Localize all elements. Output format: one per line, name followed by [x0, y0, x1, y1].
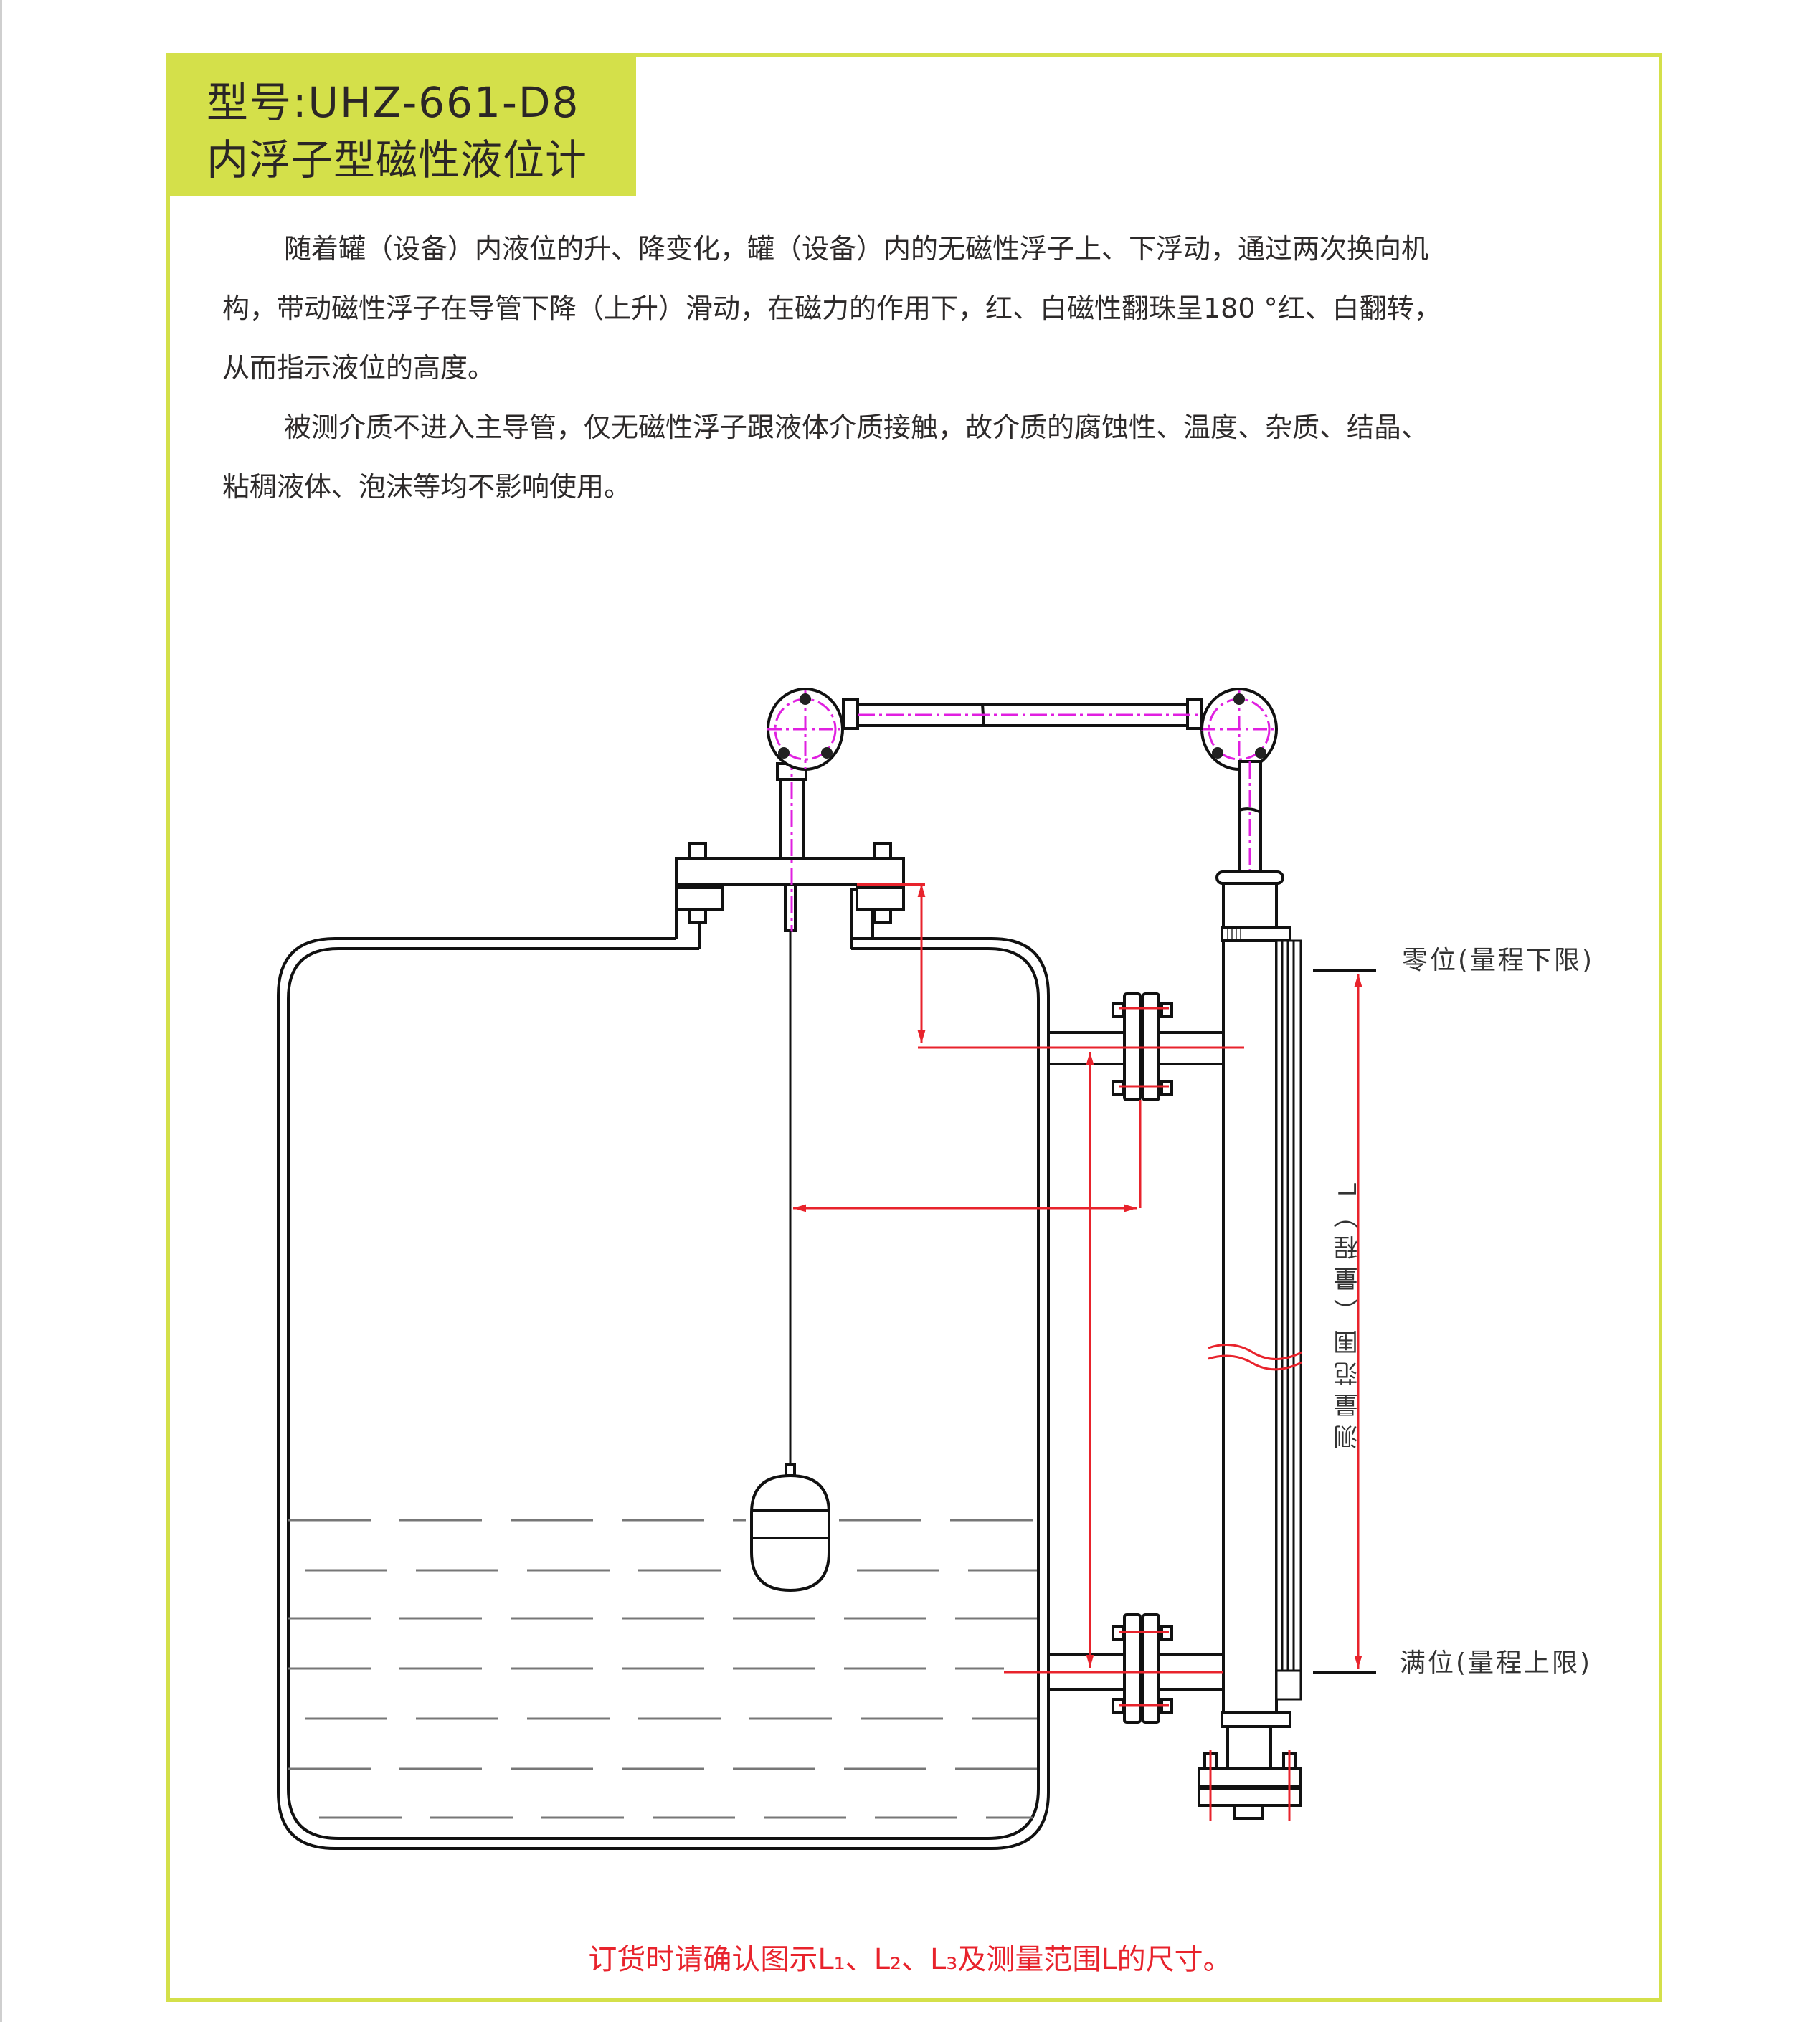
- liquid-level-lines: [288, 1519, 1037, 1819]
- model-number: 型号:UHZ-661-D8: [207, 78, 580, 127]
- inner-float: [750, 1463, 830, 1593]
- para2-line-2: 粘稠液体、泡沫等均不影响使用。: [222, 471, 632, 503]
- description-paragraph-1: 随着罐（设备）内液位的升、降变化，罐（设备）内的无磁性浮子上、下浮动，通过两次换…: [222, 219, 1621, 398]
- description-paragraph-2: 被测介质不进入主导管，仅无磁性浮子跟液体介质接触，故介质的腐蚀性、温度、杂质、结…: [222, 398, 1621, 517]
- measuring-range-label: 测量范围（量程）L: [1334, 1176, 1362, 1449]
- top-flange: [675, 842, 905, 924]
- dimension-lines: [793, 884, 1362, 1674]
- page-edge: [0, 0, 2, 2022]
- full-level-label: 满位(量程上限): [1400, 1648, 1593, 1678]
- product-name: 内浮子型磁性液位计: [207, 136, 588, 184]
- para1-line-2: 构，带动磁性浮子在导管下降（上升）滑动，在磁力的作用下，红、白磁性翻珠呈180 …: [222, 293, 1441, 324]
- flip-indicator-strip: [1275, 939, 1302, 1701]
- content-frame: [166, 53, 1662, 2002]
- break-mark: [1208, 1344, 1302, 1371]
- zero-level-label: 零位(量程下限): [1402, 946, 1595, 975]
- para1-line-3: 从而指示液位的高度。: [222, 352, 496, 384]
- para2-line-1: 被测介质不进入主导管，仅无磁性浮子跟液体介质接触，故介质的腐蚀性、温度、杂质、结…: [284, 412, 1429, 443]
- tank: [277, 888, 1050, 1850]
- title-box: 型号:UHZ-661-D8 内浮子型磁性液位计: [166, 53, 636, 196]
- bottom-drain-flange: [1198, 1752, 1302, 1820]
- ordering-note: 订货时请确认图示L₁、L₂、L₃及测量范围L的尺寸。: [588, 1943, 1232, 1976]
- main-guide-tube: [1215, 870, 1291, 1770]
- para1-line-1: 随着罐（设备）内液位的升、降变化，罐（设备）内的无磁性浮子上、下浮动，通过两次换…: [284, 233, 1429, 265]
